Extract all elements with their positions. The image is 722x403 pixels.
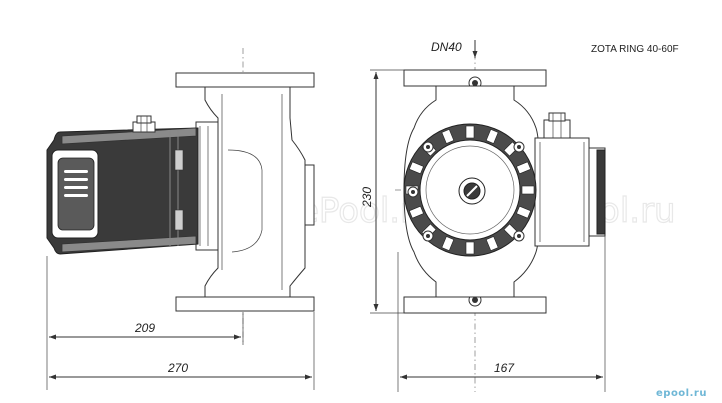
front-terminal-box [534, 137, 590, 247]
dimension-label-270: 270 [167, 361, 188, 375]
side-pump-housing [204, 86, 306, 298]
side-volute-bulge [304, 164, 315, 226]
dimension-label-230: 230 [360, 187, 374, 208]
dn-label: DN40 [431, 40, 462, 54]
dimension-label-209: 209 [134, 321, 155, 335]
front-cable-gland [543, 119, 571, 139]
side-view: 209 270 [46, 48, 315, 390]
vent-slots-icon [64, 170, 88, 197]
site-logo: epool.ru [656, 388, 707, 399]
side-top-flange [175, 72, 315, 88]
dimension-label-167: 167 [494, 361, 515, 375]
front-view: DN40 [360, 40, 606, 392]
model-title: ZOTA RING 40-60F [591, 44, 679, 55]
front-bolts [407, 141, 525, 242]
side-motor-adapter [195, 121, 219, 251]
side-bottom-flange [175, 296, 315, 312]
